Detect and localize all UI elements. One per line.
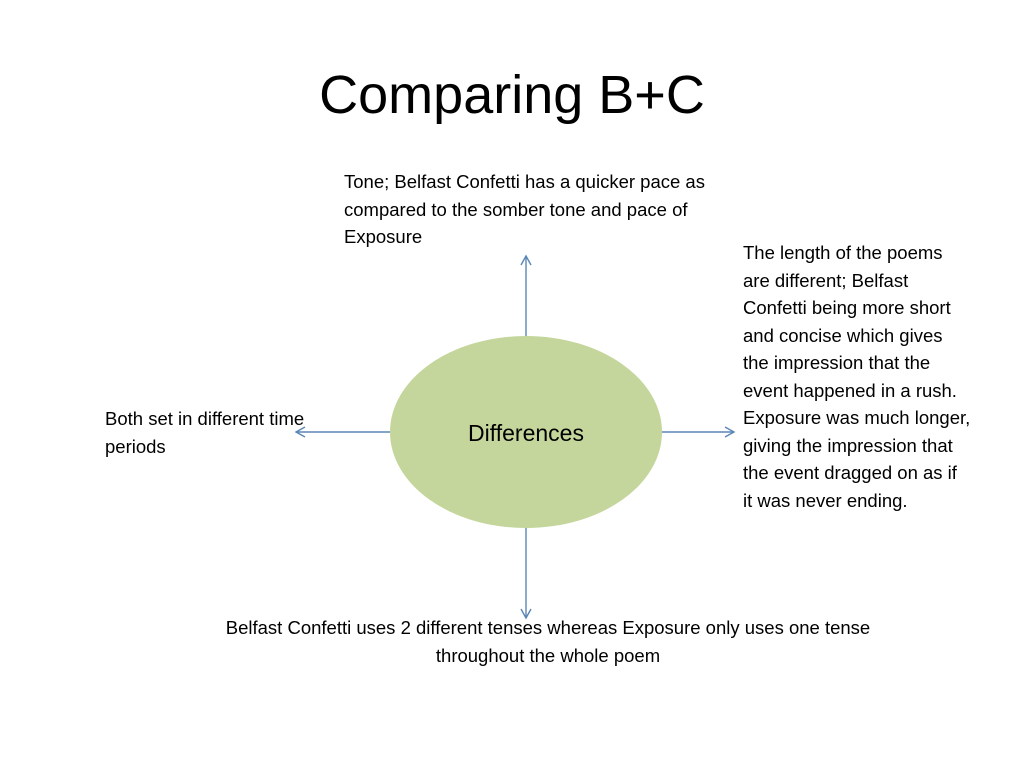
note-length: The length of the poems are different; B… — [743, 242, 971, 511]
note-tenses: Belfast Confetti uses 2 different tenses… — [225, 617, 871, 666]
note-time-periods: Both set in different time periods — [105, 408, 305, 457]
center-ellipse — [390, 336, 662, 528]
slide-title: Comparing B+C — [319, 65, 705, 125]
center-label: Differences — [468, 420, 584, 446]
note-tone: Tone; Belfast Confetti has a quicker pac… — [344, 171, 705, 247]
